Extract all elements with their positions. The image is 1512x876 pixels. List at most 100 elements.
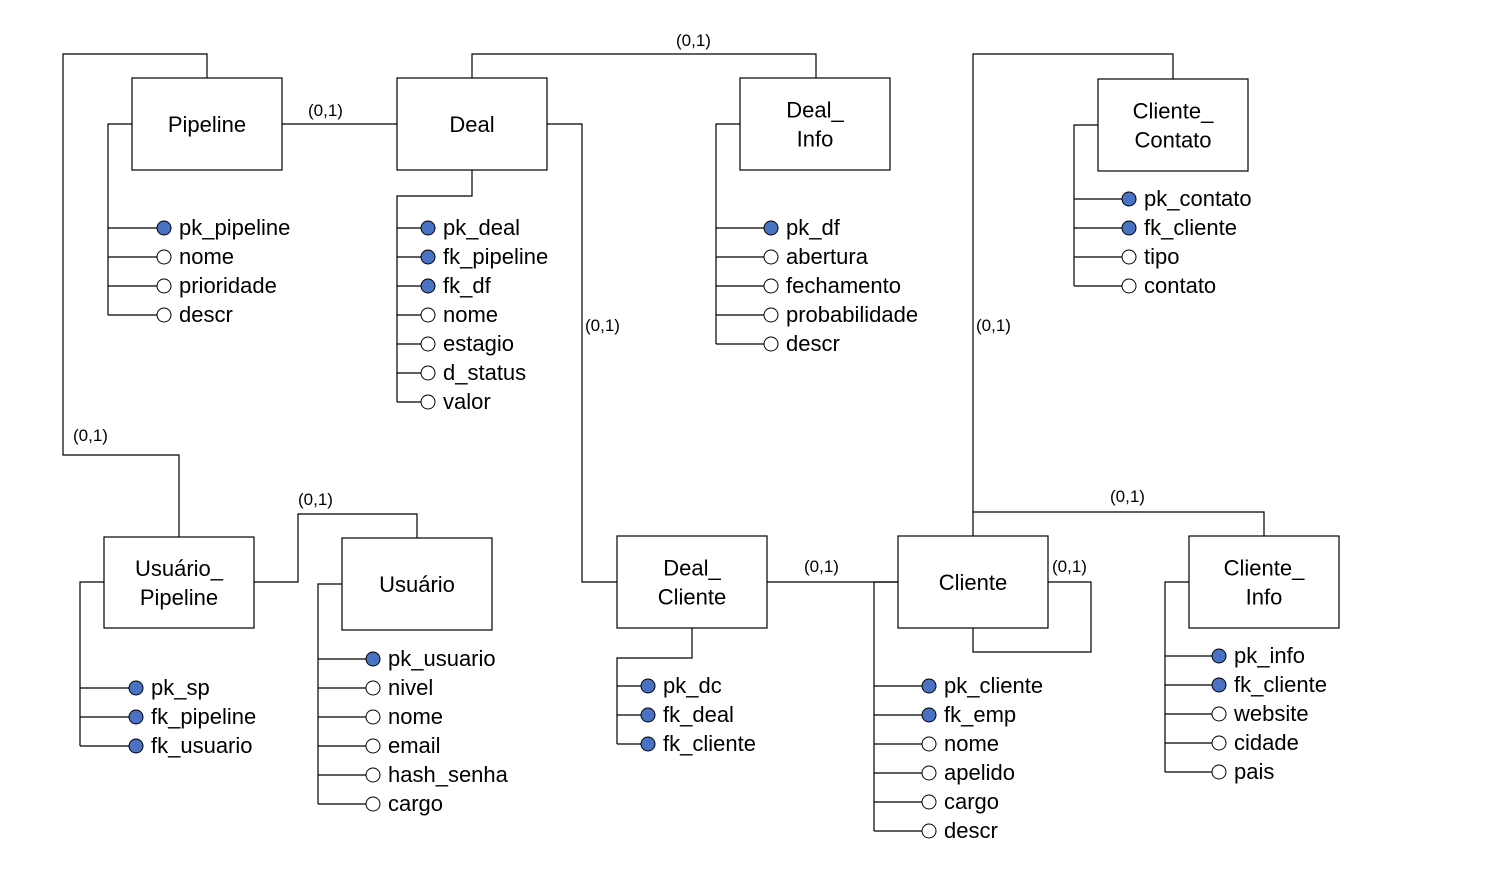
- entity-box: [897, 535, 1049, 629]
- entity-title: Cliente: [658, 585, 726, 610]
- attribute-trunk: [79, 581, 104, 746]
- attribute-label: cargo: [944, 789, 999, 814]
- attribute-label: hash_senha: [388, 762, 509, 787]
- entity-title: Cliente_: [1224, 556, 1305, 581]
- entity-deal: Dealpk_dealfk_pipelinefk_dfnomeestagiod_…: [396, 77, 548, 414]
- card-dealcliente-cliente: (0,1): [804, 557, 839, 576]
- attribute-label: descr: [944, 818, 998, 843]
- entity-title: Info: [797, 127, 834, 152]
- card-deal-dealcliente: (0,1): [585, 316, 620, 335]
- entity-box: [739, 77, 891, 171]
- attribute-dot: [365, 738, 381, 754]
- attribute-dot: [156, 307, 172, 323]
- card-usuariopipeline-usuario: (0,1): [298, 490, 333, 509]
- attribute-dot: [1121, 278, 1137, 294]
- attribute-label: fk_df: [443, 273, 492, 298]
- attribute-label: pk_usuario: [388, 646, 496, 671]
- attribute-dot: [921, 794, 937, 810]
- attribute-label: fk_pipeline: [443, 244, 548, 269]
- entities: Pipelinepk_pipelinenomeprioridadedescrDe…: [79, 77, 1340, 843]
- attribute-label: pk_cliente: [944, 673, 1043, 698]
- attribute-dot: [420, 394, 436, 410]
- attribute-trunk: [873, 581, 898, 831]
- attribute-dot: [921, 736, 937, 752]
- entity-box: [1097, 78, 1249, 172]
- attribute-label: pk_dc: [663, 673, 722, 698]
- line-deal-dealcliente: [547, 123, 617, 583]
- entity-cliente-contato: Cliente_Contatopk_contatofk_clientetipoc…: [1073, 78, 1252, 298]
- attribute-dot: [921, 765, 937, 781]
- attribute-dot: [921, 823, 937, 839]
- key-attribute-dot: [128, 738, 144, 754]
- line-deal-dealinfo: [471, 53, 817, 78]
- entity-box: [131, 77, 283, 171]
- key-attribute-dot: [921, 707, 937, 723]
- attribute-label: fk_cliente: [1144, 215, 1237, 240]
- attribute-trunk: [715, 123, 740, 344]
- attribute-label: descr: [179, 302, 233, 327]
- attribute-trunk: [1073, 124, 1098, 286]
- key-attribute-dot: [921, 678, 937, 694]
- key-attribute-dot: [128, 680, 144, 696]
- attribute-label: abertura: [786, 244, 869, 269]
- attribute-label: fk_emp: [944, 702, 1016, 727]
- key-attribute-dot: [1211, 648, 1227, 664]
- attribute-dot: [1121, 249, 1137, 265]
- entity-title: Deal: [449, 112, 494, 137]
- attribute-dot: [763, 249, 779, 265]
- attribute-label: fechamento: [786, 273, 901, 298]
- entity-title: Deal_: [663, 556, 721, 581]
- key-attribute-dot: [365, 651, 381, 667]
- attribute-label: pk_pipeline: [179, 215, 290, 240]
- attribute-label: estagio: [443, 331, 514, 356]
- relationship-lines: [62, 53, 1265, 653]
- attribute-label: fk_cliente: [1234, 672, 1327, 697]
- attribute-label: pais: [1234, 759, 1274, 784]
- entity-title: Usuário: [379, 572, 455, 597]
- attribute-label: pk_contato: [1144, 186, 1252, 211]
- attribute-label: website: [1233, 701, 1309, 726]
- attribute-dot: [420, 365, 436, 381]
- attribute-label: fk_pipeline: [151, 704, 256, 729]
- line-cliente-clienteinfo: [973, 511, 1265, 536]
- card-pipeline-deal: (0,1): [308, 101, 343, 120]
- attribute-label: contato: [1144, 273, 1216, 298]
- attribute-dot: [365, 680, 381, 696]
- attribute-label: cidade: [1234, 730, 1299, 755]
- card-cliente-clientecontato: (0,1): [976, 316, 1011, 335]
- attribute-label: pk_deal: [443, 215, 520, 240]
- attribute-label: probabilidade: [786, 302, 918, 327]
- attribute-label: apelido: [944, 760, 1015, 785]
- attribute-dot: [420, 336, 436, 352]
- attribute-label: fk_deal: [663, 702, 734, 727]
- attribute-dot: [420, 307, 436, 323]
- attribute-label: prioridade: [179, 273, 277, 298]
- card-cliente-clienteinfo: (0,1): [1110, 487, 1145, 506]
- card-cliente-self: (0,1): [1052, 557, 1087, 576]
- attribute-label: cargo: [388, 791, 443, 816]
- attribute-dot: [365, 796, 381, 812]
- attribute-label: d_status: [443, 360, 526, 385]
- attribute-label: pk_df: [786, 215, 841, 240]
- attribute-label: descr: [786, 331, 840, 356]
- key-attribute-dot: [420, 249, 436, 265]
- attribute-trunk: [317, 583, 342, 804]
- key-attribute-dot: [1121, 220, 1137, 236]
- attribute-dot: [763, 336, 779, 352]
- entity-box: [103, 536, 255, 629]
- entity-title: Cliente_: [1133, 99, 1214, 124]
- attribute-dot: [156, 278, 172, 294]
- attribute-label: nivel: [388, 675, 433, 700]
- key-attribute-dot: [156, 220, 172, 236]
- key-attribute-dot: [128, 709, 144, 725]
- entity-title: Pipeline: [168, 112, 246, 137]
- entity-box: [1188, 535, 1340, 629]
- attribute-dot: [1211, 735, 1227, 751]
- entity-title: Info: [1246, 585, 1283, 610]
- entity-title: Pipeline: [140, 585, 218, 610]
- attribute-dot: [365, 709, 381, 725]
- key-attribute-dot: [420, 220, 436, 236]
- attribute-trunk: [396, 170, 473, 402]
